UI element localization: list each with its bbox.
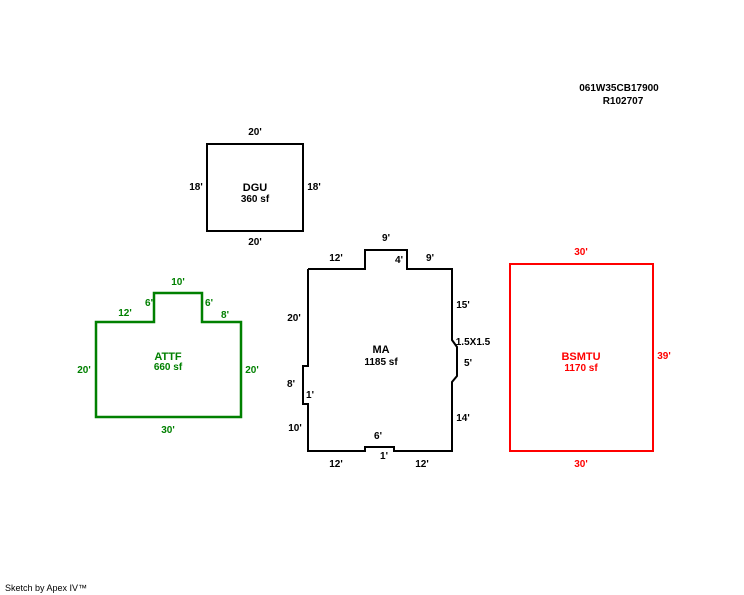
ma-right-upper-dim: 15' [456,300,470,311]
ma-bottom-mid-dim: 6' [374,431,382,442]
attf-left-dim: 20' [77,365,91,376]
attf-name: ATTF [154,351,182,363]
ma-outline [302,249,458,452]
attf-right-dim: 20' [245,365,259,376]
dgu-top-dim: 20' [248,127,262,138]
attf-top-dim: 10' [171,277,185,288]
bsmtu-right-dim: 39' [657,351,671,362]
dgu-right-dim: 18' [307,182,321,193]
dgu-left-dim: 18' [189,182,203,193]
attf-step-right-dim: 6' [205,298,213,309]
dgu-size: 360 sf [241,194,270,205]
ma-top-left-dim: 12' [329,253,343,264]
ma-notch-top-dim: 4' [395,255,403,266]
dgu-bottom-dim: 20' [248,237,262,248]
bsmtu-bottom-dim: 30' [574,459,588,470]
ma-left-notch-dim: 1' [306,390,314,401]
bsmtu-outline [509,263,654,452]
ma-top-mid-dim: 9' [382,233,390,244]
ma-bay-dim: 1.5X1.5 [456,337,491,348]
bsmtu-area: 30' 30' 39' BSMTU 1170 sf [509,247,671,470]
attf-size: 660 sf [154,362,183,373]
ma-right-mid-dim: 5' [464,358,472,369]
ma-left-lower-dim: 10' [288,423,302,434]
ma-bottom-right-dim: 12' [415,459,429,470]
dgu-area: 20' 20' 18' 18' DGU 360 sf [189,127,321,248]
attf-bottom-dim: 30' [161,425,175,436]
ma-right-lower-dim: 14' [456,413,470,424]
account-number: R102707 [602,96,644,107]
attf-upper-left-dim: 12' [118,308,132,319]
bsmtu-top-dim: 30' [574,247,588,258]
dgu-outline [206,143,304,232]
ma-bottom-notch-dim: 1' [380,451,388,462]
ma-left-mid-dim: 8' [287,379,295,390]
attf-upper-right-dim: 8' [221,310,229,321]
ma-size: 1185 sf [364,357,398,368]
ma-left-upper-dim: 20' [287,313,301,324]
parcel-id: 061W35CB17900 [579,83,659,94]
ma-bottom-left-dim: 12' [329,459,343,470]
ma-top-right-dim: 9' [426,253,434,264]
attf-step-left-dim: 6' [145,298,153,309]
bsmtu-size: 1170 sf [564,363,598,374]
dgu-name: DGU [243,182,268,194]
attf-area: 10' 6' 6' 12' 8' 20' 20' 30' ATTF 660 sf [77,277,259,436]
ma-area: 9' 12' 4' 9' 15' 1.5X1.5 5' 14' 20' 8' 1… [287,233,491,470]
bsmtu-name: BSMTU [561,351,600,363]
attf-outline [94,291,243,419]
sketch-credit: Sketch by Apex IV™ [5,583,88,593]
ma-name: MA [372,344,389,356]
